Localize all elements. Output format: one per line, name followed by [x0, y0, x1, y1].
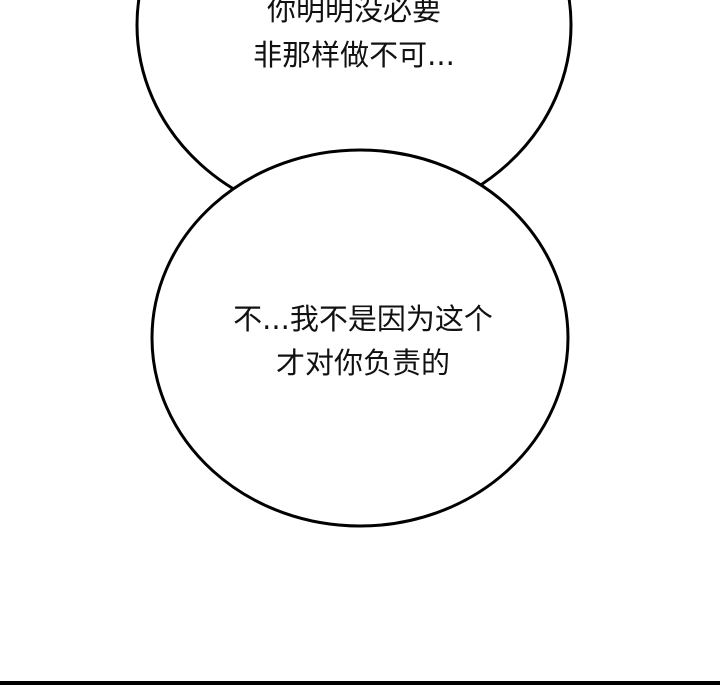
bubble-top-line-2: 非那样做不可...	[253, 38, 455, 72]
bubble-bottom-line-2: 才对你负责的	[276, 346, 450, 380]
bubble-bottom-line-1: 不...我不是因为这个	[233, 302, 493, 336]
panel-border-line	[0, 681, 720, 685]
bubble-top-line-1: 你明明没必要	[267, 0, 441, 27]
speech-bubble-bottom	[150, 148, 570, 528]
